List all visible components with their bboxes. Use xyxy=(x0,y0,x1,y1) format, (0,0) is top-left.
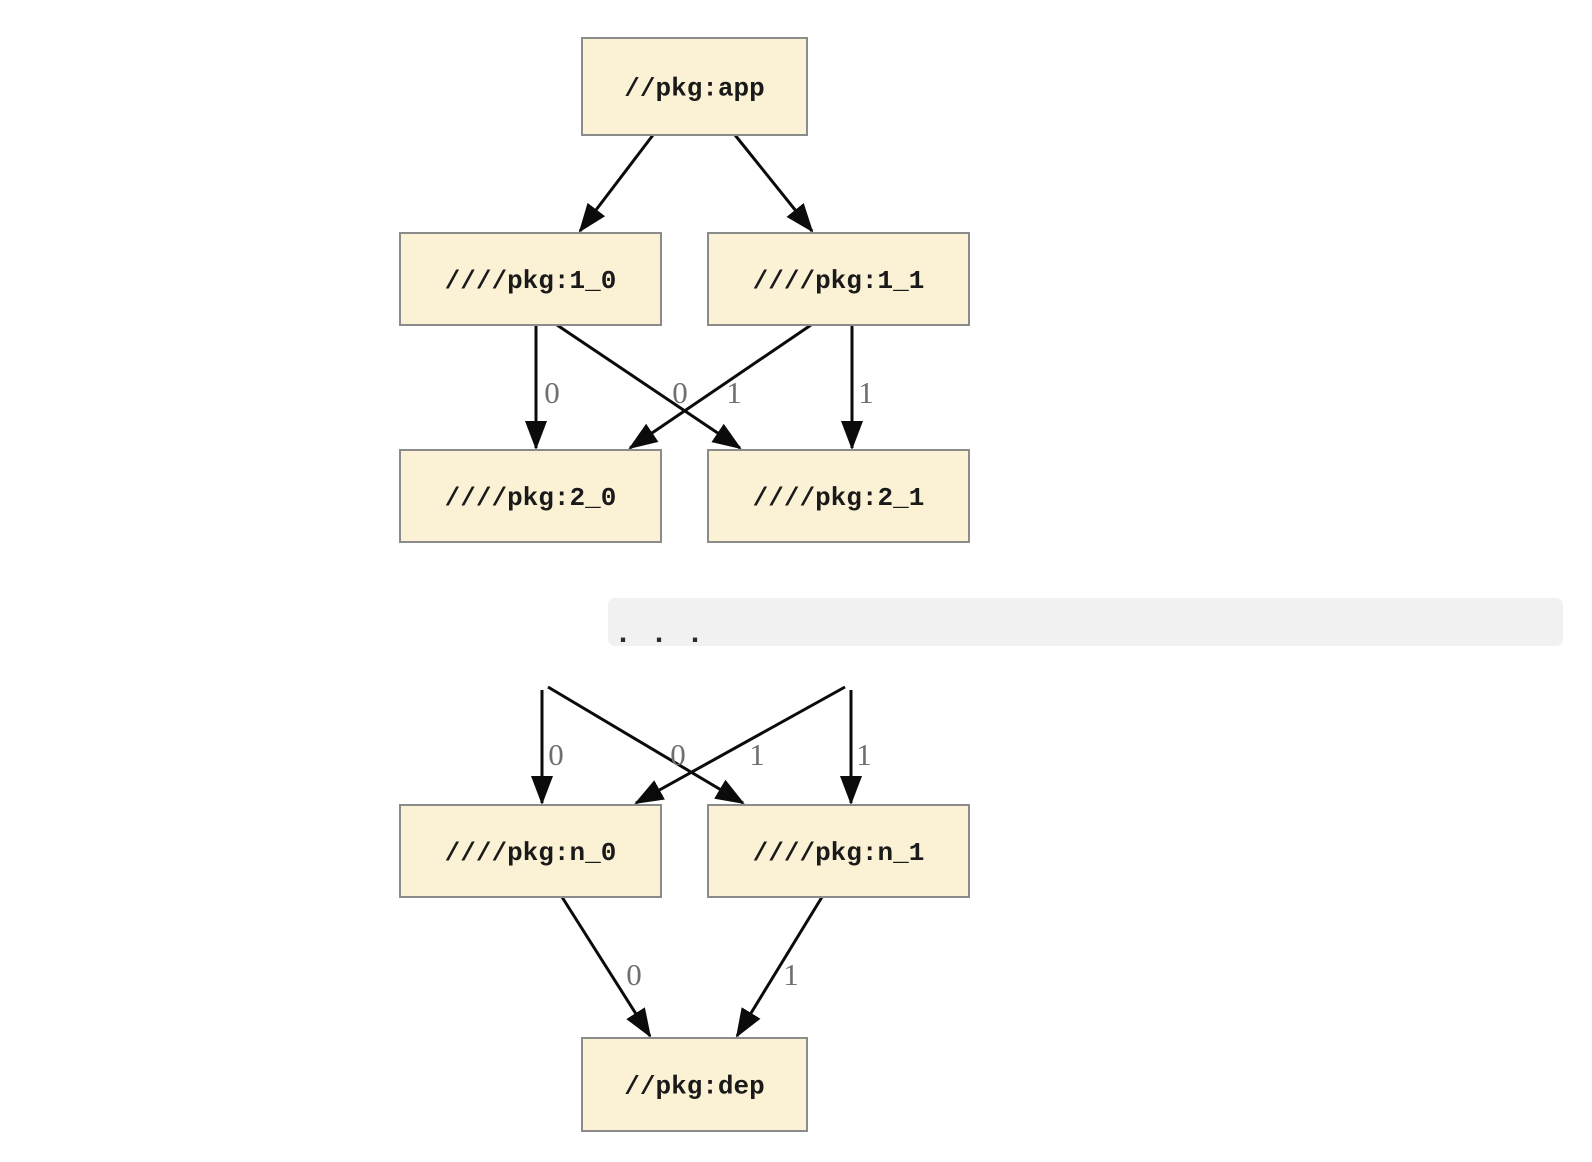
ellipsis-background xyxy=(608,598,1563,646)
node-box xyxy=(399,804,662,898)
node-box xyxy=(707,232,970,326)
node-label: //pkg:app xyxy=(624,74,764,104)
edge-1_1-to-2_1: 1 xyxy=(841,325,874,450)
edge-ellipsis-to-n_1: 1 xyxy=(547,685,765,805)
node-pkg-1_0: ////pkg:1_0 xyxy=(399,232,662,326)
node-pkg-n_0: ////pkg:n_0 xyxy=(399,804,662,898)
edge-label: 1 xyxy=(856,737,872,772)
node-box xyxy=(399,232,662,326)
node-pkg-1_1: ////pkg:1_1 xyxy=(707,232,970,326)
edge-label: 0 xyxy=(626,957,642,992)
edge-1_0-to-2_1: 1 xyxy=(556,323,742,450)
node-box xyxy=(581,37,808,136)
edge-n_1-to-dep: 1 xyxy=(735,896,824,1038)
node-box xyxy=(707,804,970,898)
edge-n_0-to-dep: 0 xyxy=(560,896,652,1038)
edge-line xyxy=(560,896,652,1038)
node-pkg-app: //pkg:app xyxy=(581,37,808,136)
node-pkg-2_0: ////pkg:2_0 xyxy=(399,449,662,543)
edge-ellipsis-to-n_0: 0 xyxy=(634,685,846,805)
ellipsis-layer: . . . xyxy=(608,598,1563,652)
node-label: ////pkg:n_1 xyxy=(753,838,925,868)
edge-line xyxy=(578,134,655,233)
edge-label: 1 xyxy=(783,957,799,992)
edge-line xyxy=(556,323,742,450)
edge-1_0-to-2_0: 0 xyxy=(525,325,560,450)
ellipsis-bar: . . . xyxy=(608,598,1563,652)
edge-line xyxy=(628,323,812,450)
ellipsis-text: . . . xyxy=(614,618,704,652)
node-label: ////pkg:1_0 xyxy=(445,266,617,296)
node-pkg-dep: //pkg:dep xyxy=(581,1037,808,1132)
edge-label: 1 xyxy=(726,375,742,410)
edge-label: 0 xyxy=(672,375,688,410)
edge-ellipsis-to-n_1: 1 xyxy=(840,690,872,805)
edges-layer: 0 1 0 1 0 1 0 1 0 1 xyxy=(525,134,874,1038)
edge-app-to-1_0 xyxy=(578,134,655,233)
edge-label: 0 xyxy=(544,375,560,410)
edge-line xyxy=(547,685,745,805)
node-label: ////pkg:n_0 xyxy=(445,838,617,868)
node-label: ////pkg:2_1 xyxy=(753,483,925,513)
node-label: ////pkg:2_0 xyxy=(445,483,617,513)
edge-line xyxy=(733,134,814,233)
edge-line xyxy=(735,896,824,1038)
node-label: //pkg:dep xyxy=(624,1072,764,1102)
edge-label: 0 xyxy=(670,737,686,772)
node-label: ////pkg:1_1 xyxy=(753,266,925,296)
node-box xyxy=(399,449,662,543)
node-pkg-2_1: ////pkg:2_1 xyxy=(707,449,970,543)
edge-line xyxy=(634,685,846,805)
edge-ellipsis-to-n_0: 0 xyxy=(531,690,564,805)
node-box xyxy=(707,449,970,543)
edge-1_1-to-2_0: 0 xyxy=(628,323,812,450)
nodes-layer: //pkg:app ////pkg:1_0 ////pkg:1_1 ////pkg:2… xyxy=(399,37,970,1132)
node-pkg-n_1: ////pkg:n_1 xyxy=(707,804,970,898)
edge-app-to-1_1 xyxy=(733,134,814,233)
edge-label: 0 xyxy=(548,737,564,772)
node-box xyxy=(581,1037,808,1132)
edge-label: 1 xyxy=(858,375,874,410)
edge-label: 1 xyxy=(749,737,765,772)
